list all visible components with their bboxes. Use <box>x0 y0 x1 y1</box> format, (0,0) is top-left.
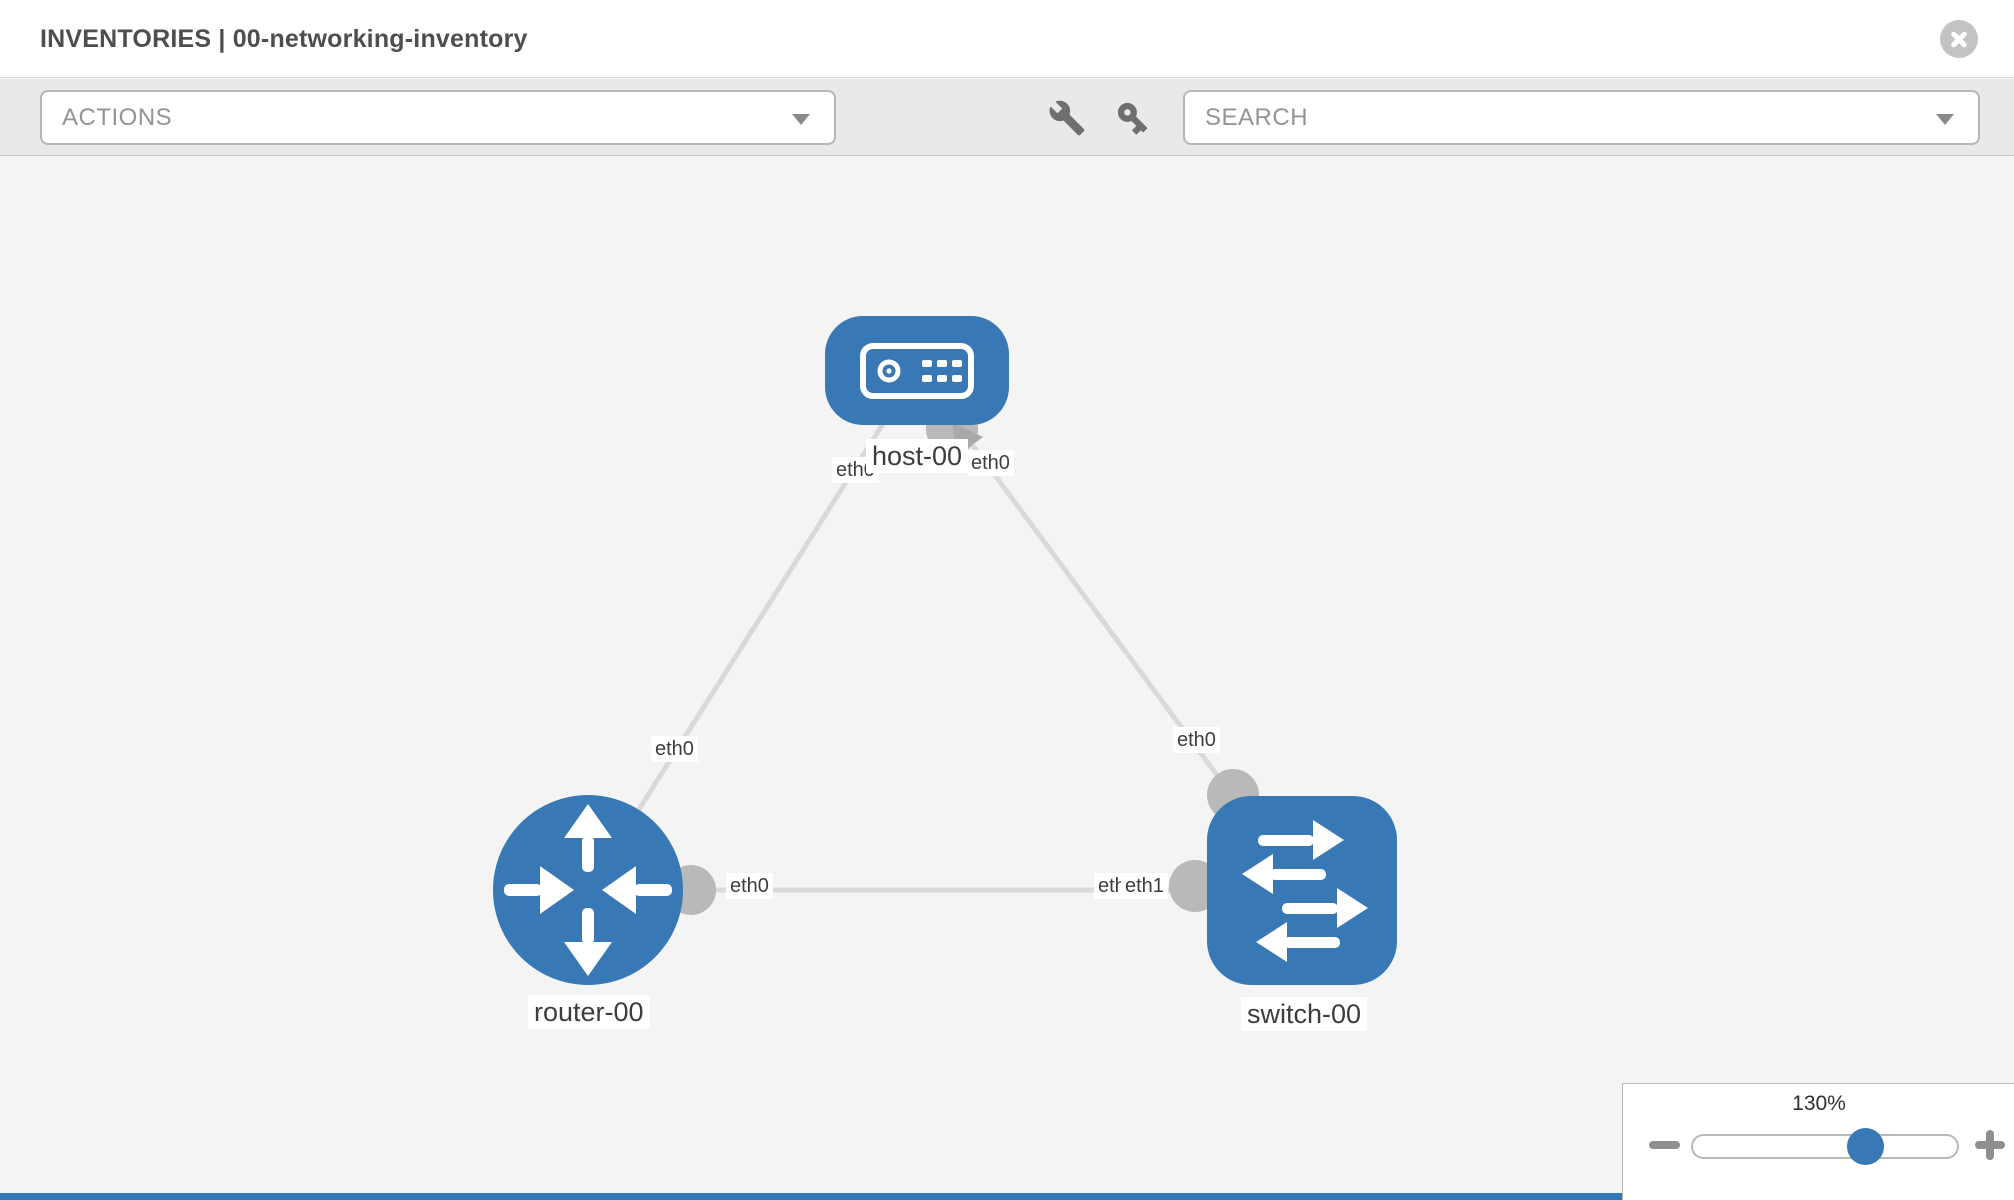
search-dropdown[interactable]: SEARCH <box>1183 90 1980 145</box>
actions-dropdown[interactable]: ACTIONS <box>40 90 836 145</box>
wrench-icon[interactable] <box>1048 99 1086 137</box>
toolbar: ACTIONS SEARCH <box>0 79 2014 156</box>
actions-dropdown-label: ACTIONS <box>62 104 173 131</box>
search-dropdown-label: SEARCH <box>1205 104 1309 131</box>
switch-arrows-icon <box>1242 820 1368 962</box>
zoom-in-plus-icon[interactable] <box>1975 1130 2005 1160</box>
interface-label-switch-top: eth0 <box>1173 727 1220 753</box>
chevron-down-icon <box>792 114 810 125</box>
node-label-router: router-00 <box>528 995 650 1029</box>
node-host-00[interactable] <box>825 316 1009 425</box>
chevron-down-icon <box>1936 114 1954 125</box>
zoom-slider-track[interactable] <box>1691 1134 1959 1159</box>
node-label-host: host-00 <box>866 439 969 473</box>
node-label-switch: switch-00 <box>1241 997 1368 1031</box>
node-router-00[interactable] <box>493 795 683 985</box>
topology-graph <box>493 316 1397 985</box>
link-host-router[interactable] <box>585 368 920 892</box>
topology-canvas[interactable]: eth0 host-00 eth0 eth0 eth0 eth0 eth1 et… <box>0 156 2014 1200</box>
host-server-icon <box>860 343 974 399</box>
page-title: INVENTORIES | 00-networking-inventory <box>40 25 528 53</box>
zoom-control-panel: 130% <box>1622 1083 2014 1200</box>
zoom-level-value: 130% <box>1792 1092 1846 1115</box>
interface-label-router-top: eth0 <box>651 736 698 762</box>
router-arrows-icon <box>504 804 672 976</box>
bottom-panel-edge <box>0 1193 1622 1200</box>
interface-label-switch-overlap-over: eth1 <box>1121 873 1168 899</box>
interface-label-router-right: eth0 <box>726 873 773 899</box>
plus-bar <box>1986 1130 1994 1160</box>
key-icon[interactable] <box>1114 99 1152 137</box>
zoom-out-minus-icon[interactable] <box>1649 1141 1680 1149</box>
header-bar: INVENTORIES | 00-networking-inventory <box>0 0 2014 78</box>
interface-label-host-right: eth0 <box>967 450 1014 476</box>
zoom-slider-thumb[interactable] <box>1847 1128 1884 1165</box>
close-icon[interactable] <box>1940 20 1978 58</box>
node-switch-00[interactable] <box>1207 796 1397 985</box>
